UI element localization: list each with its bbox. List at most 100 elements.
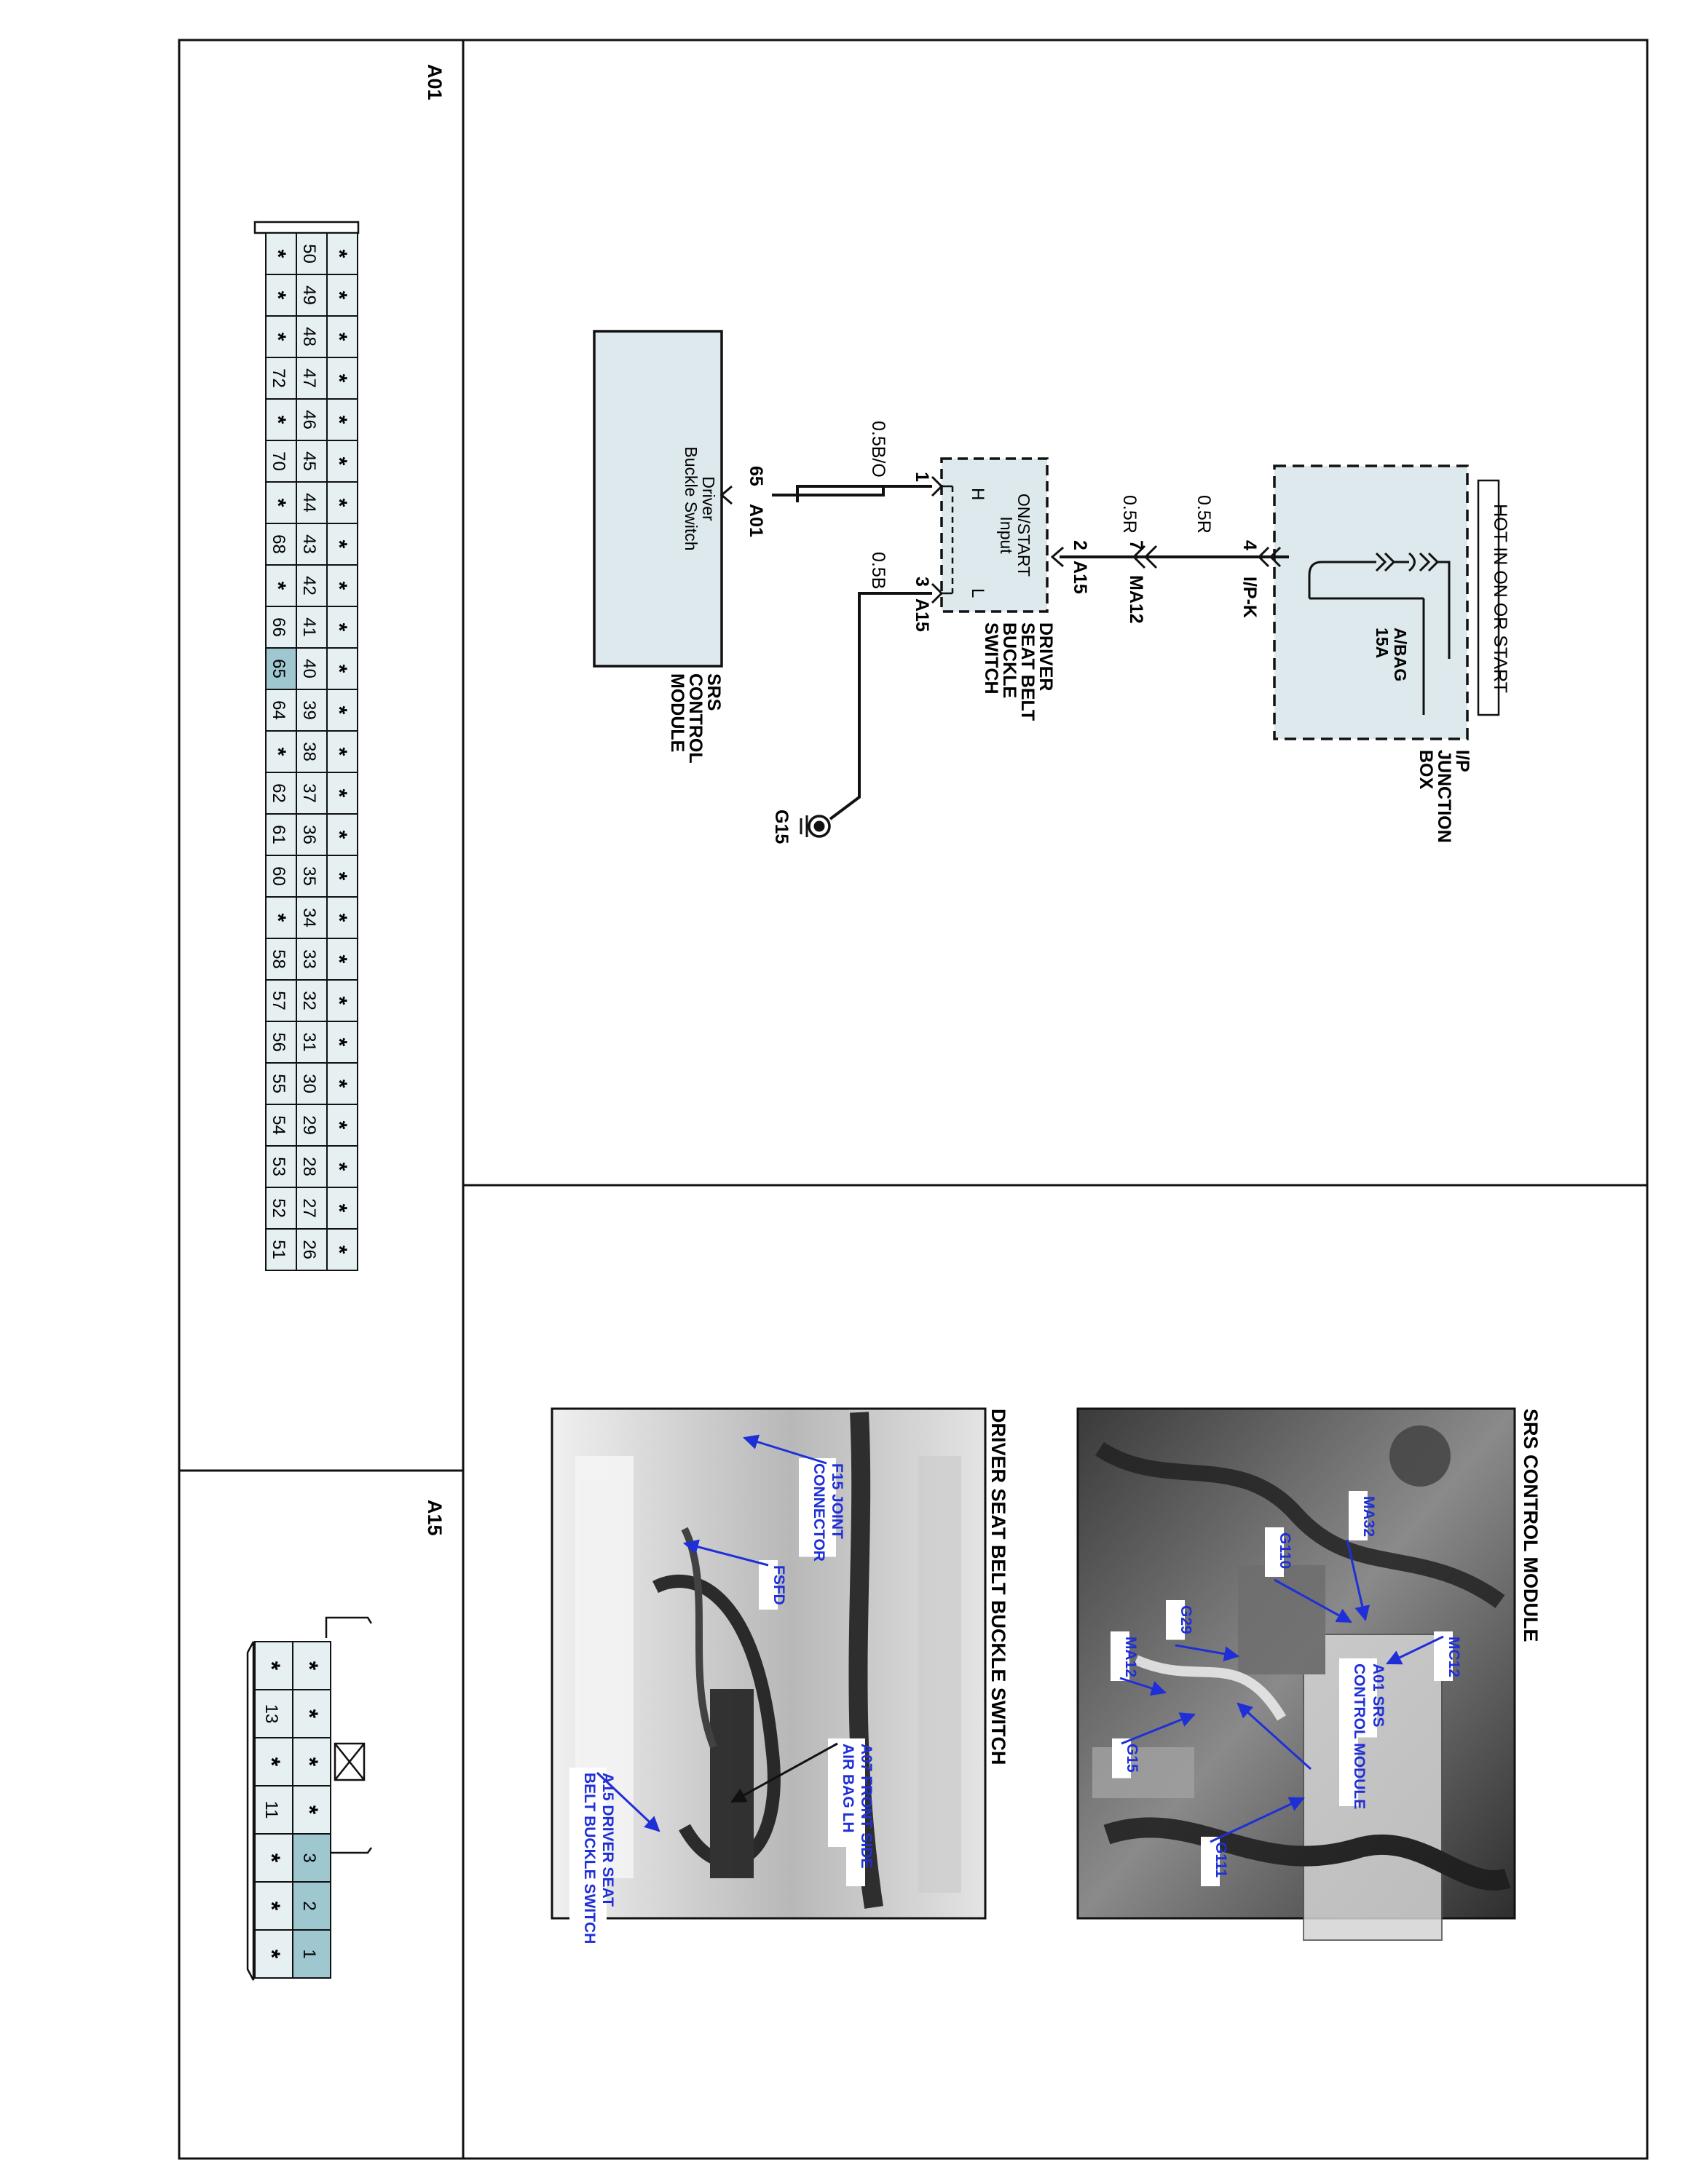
a15-name-top: A15 xyxy=(1070,561,1090,594)
a01-pin-label: * xyxy=(327,831,351,839)
a01-pin-label: * xyxy=(327,1246,351,1254)
a15-pin-label: 1 xyxy=(299,1949,319,1958)
callout-box xyxy=(1339,1658,1358,1806)
a01-pin-label: 45 xyxy=(299,451,319,471)
wire-label-0-5r-b: 0.5R xyxy=(1119,495,1140,534)
callout-arrow xyxy=(1210,1797,1305,1843)
switch-terminal-h: H xyxy=(968,488,987,500)
a01-pin-cell xyxy=(296,1062,328,1105)
a01-pin-label: * xyxy=(327,250,351,258)
a15-pin3: 3 xyxy=(912,577,932,587)
wire-label-0-5r-a: 0.5R xyxy=(1194,495,1214,534)
schematic-circuit: HOT IN ON OR START I/P JUNCTION BOX A/BA… xyxy=(593,330,1510,844)
a01-pin-label: * xyxy=(327,748,351,756)
a15-pin-label: * xyxy=(259,1853,285,1863)
a01-pin-label: 47 xyxy=(299,368,319,388)
photo-callout-label: A15 DRIVER SEAT xyxy=(599,1773,616,1907)
a01-pin-label: 62 xyxy=(269,783,288,803)
a15-pin-cell xyxy=(254,1833,293,1883)
callout-arrow xyxy=(1274,1578,1352,1623)
a01-pin-label: 31 xyxy=(299,1032,319,1052)
a01-pin-cell xyxy=(265,315,297,358)
a01-pin-label: * xyxy=(327,623,351,632)
photo-callout-label: CONTROL MODULE xyxy=(1351,1663,1368,1809)
a15-connector-housing xyxy=(246,1616,373,1981)
a01-pin-label: 43 xyxy=(299,534,319,554)
a01-housing-tab xyxy=(253,221,360,234)
a01-pin-cell xyxy=(296,689,328,732)
hot-in-on-or-start-label: HOT IN ON OR START xyxy=(1490,504,1510,693)
a01-pin-label: * xyxy=(327,789,351,798)
a01-pin-label: * xyxy=(266,582,290,590)
junction-box-name: I/P JUNCTION BOX xyxy=(1416,750,1472,843)
a01-pin-label: 27 xyxy=(299,1198,319,1218)
svg-text:JUNCTION: JUNCTION xyxy=(1434,750,1454,843)
a01-pin-label: 33 xyxy=(299,949,319,969)
a01-pin-label: 42 xyxy=(299,576,319,596)
callout-box xyxy=(1112,1738,1131,1779)
fuse-rating: 15A xyxy=(1373,628,1392,658)
a15-pin-cell xyxy=(254,1641,293,1690)
a01-pin-cell xyxy=(326,232,358,275)
a01-pin-label: * xyxy=(327,997,351,1005)
a01-pin65-terminal xyxy=(719,485,733,505)
photo-callout-label: A07 FRONT SIDE xyxy=(858,1744,875,1869)
a01-pin-label: 49 xyxy=(299,285,319,305)
callout-arrow xyxy=(1119,1677,1167,1696)
a15-pin-cell xyxy=(292,1737,331,1787)
a01-pin-cell xyxy=(296,481,328,524)
a01-pin-cell xyxy=(265,1145,297,1188)
wire-label-0-5b-o: 0.5B/O xyxy=(868,421,888,478)
a01-pin-cell xyxy=(265,232,297,275)
hot-label-box xyxy=(1477,479,1500,716)
ma12-inline-connector xyxy=(1132,545,1158,569)
a01-pin-label: * xyxy=(327,333,351,341)
a01-pin-label: 52 xyxy=(269,1198,288,1218)
a01-pin-label: 36 xyxy=(299,825,319,844)
a01-pin-label: * xyxy=(266,250,290,258)
svg-text:MODULE: MODULE xyxy=(667,673,687,752)
fuse-name: A/BAG xyxy=(1391,628,1410,681)
buckle-photo-title: DRIVER SEAT BELT BUCKLE SWITCH xyxy=(987,1409,1009,1765)
a01-pin-label: * xyxy=(327,499,351,507)
a01-pin-label: 72 xyxy=(269,368,288,388)
a01-pin-label: * xyxy=(327,872,351,881)
ipk-pin: 4 xyxy=(1239,540,1260,550)
a01-pin-label: * xyxy=(266,914,290,922)
connector-a15-title: A15 xyxy=(424,1500,446,1536)
svg-text:SRS: SRS xyxy=(703,673,724,711)
a01-pin-cell xyxy=(326,440,358,483)
callout-box xyxy=(1349,1491,1368,1540)
callout-arrow xyxy=(742,1434,827,1465)
a01-pin-cell xyxy=(265,481,297,524)
a15-pin-cell xyxy=(254,1929,293,1979)
connector-a01-pinout: *************************504948474645444… xyxy=(253,221,360,1271)
a01-pin-label: 66 xyxy=(269,617,288,637)
a01-pin-label: * xyxy=(327,1204,351,1213)
page-frame xyxy=(178,39,1649,2160)
svg-text:Driver: Driver xyxy=(699,476,718,521)
a01-pin-label: 56 xyxy=(269,1032,288,1052)
a15-pin1: 1 xyxy=(912,472,932,482)
photo-callout-label: MC12 xyxy=(1446,1637,1462,1677)
switch-input-label: ON/START Input xyxy=(997,494,1033,577)
a01-pin-label: 61 xyxy=(269,825,288,844)
callout-box xyxy=(1111,1631,1129,1681)
photo-callout-label: A01 SRS xyxy=(1370,1663,1387,1728)
a01-pin-cell xyxy=(265,1021,297,1064)
buckle-switch-photo-panel: DRIVER SEAT BELT BUCKLE SWITCH F15 JOINT… xyxy=(551,1407,1009,1955)
a15-pin-label: * xyxy=(296,1805,323,1815)
a01-pin-label: 50 xyxy=(299,244,319,264)
a15-pin-label: * xyxy=(259,1950,285,1959)
callout-arrow xyxy=(1237,1702,1312,1770)
srs-module-name: SRS CONTROL MODULE xyxy=(667,673,724,764)
srs-module-input-label: Driver Buckle Switch xyxy=(682,446,718,550)
a15-pin-cell xyxy=(254,1689,293,1738)
photo-callout-label: AIR BAG LH xyxy=(840,1744,856,1833)
a01-pin-label: 34 xyxy=(299,908,319,927)
a01-pin-label: 37 xyxy=(299,783,319,803)
abag-fuse xyxy=(1308,552,1451,715)
a01-pin-label: 38 xyxy=(299,742,319,761)
